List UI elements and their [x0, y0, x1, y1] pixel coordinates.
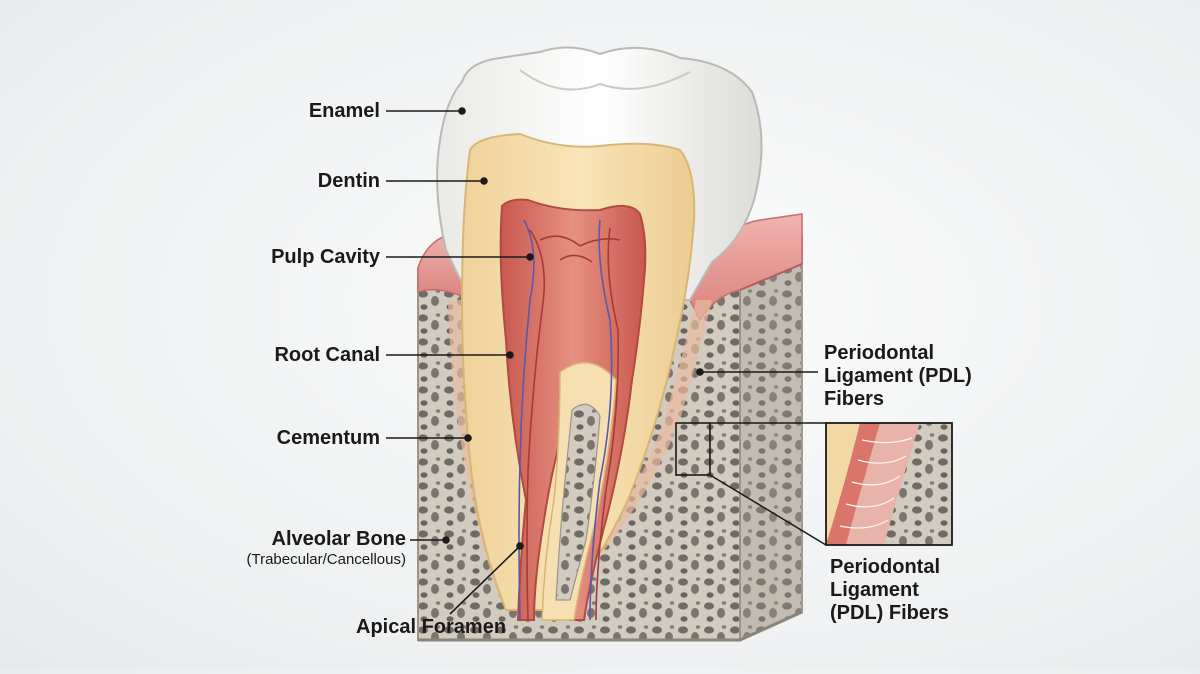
label-pulp-cavity: Pulp Cavity	[271, 246, 380, 268]
label-pdl-top-line3: Fibers	[824, 388, 885, 410]
label-alveolar-bone-title: Alveolar Bone	[271, 528, 406, 550]
label-pdl-bottom-line2: Ligament	[830, 579, 919, 601]
label-root-canal: Root Canal	[274, 344, 380, 366]
label-cementum: Cementum	[276, 427, 380, 449]
label-enamel: Enamel	[308, 100, 380, 122]
label-pdl-bottom-line3: (PDL) Fibers	[830, 602, 949, 624]
pdl-detail-marker	[675, 422, 711, 476]
label-pdl-bottom-line1: Periodontal	[830, 556, 941, 578]
label-alveolar-bone-sub: (Trabecular/Cancellous)	[246, 551, 406, 568]
root-outer-layer	[448, 300, 712, 600]
leader-lines	[386, 107, 818, 615]
label-dentin: Dentin	[317, 170, 380, 192]
label-pdl-top-line2: Ligament (PDL)	[824, 365, 972, 387]
pdl-inset	[825, 422, 953, 546]
label-pdl-bottom: Periodontal Ligament (PDL) Fibers	[830, 556, 949, 625]
label-pdl-top-line1: Periodontal	[824, 342, 935, 364]
label-pdl-top: Periodontal Ligament (PDL) Fibers	[824, 342, 972, 411]
label-apical-foramen: Apical Foramen	[356, 616, 507, 638]
label-alveolar-bone: Alveolar Bone (Trabecular/Cancellous)	[200, 528, 406, 569]
